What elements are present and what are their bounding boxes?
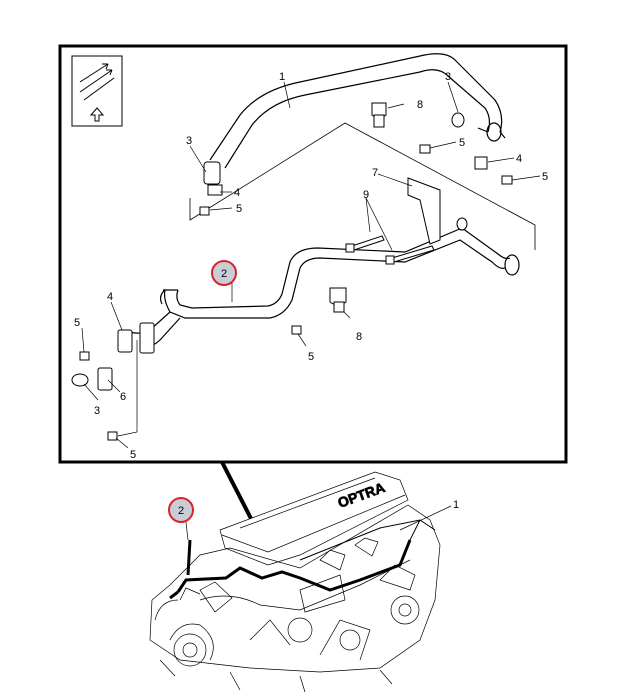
callout-3: 3 [445, 71, 451, 83]
callout-4: 4 [107, 291, 113, 303]
callout-3: 3 [186, 135, 192, 147]
callout-9: 9 [363, 189, 369, 201]
engine-leaders [185, 505, 452, 541]
engine-hose-lines [299, 519, 436, 561]
callout-5: 5 [130, 449, 136, 461]
engine-highlight-callout-2: 2 [168, 497, 194, 523]
callout-4: 4 [234, 187, 240, 199]
highlight-callout-2: 2 [211, 260, 237, 286]
callout-7: 7 [372, 167, 378, 179]
mounting-box-outline [189, 122, 536, 250]
callout-5: 5 [236, 203, 242, 215]
callout-2: 2 [221, 268, 227, 280]
callout-5: 5 [74, 317, 80, 329]
detail-callouts: 1 3 3 3 4 4 4 5 5 5 5 5 5 6 7 8 8 9 [74, 71, 548, 461]
bracket-parts [71, 102, 488, 391]
leader-lines [81, 81, 541, 449]
engine-callout-2: 2 [178, 505, 184, 517]
callout-6: 6 [120, 391, 126, 403]
upper-hose [209, 53, 506, 169]
callout-8: 8 [417, 99, 423, 111]
callout-8: 8 [356, 331, 362, 343]
callout-5: 5 [542, 171, 548, 183]
callout-5: 5 [308, 351, 314, 363]
callout-5: 5 [459, 137, 465, 149]
callout-1: 1 [279, 71, 285, 83]
callout-3: 3 [94, 405, 100, 417]
bolt-parts [79, 144, 513, 441]
orientation-icon [71, 55, 123, 127]
engine-callout-1: 1 [453, 499, 459, 511]
engine-hoses [169, 539, 412, 600]
detail-frame [58, 44, 568, 464]
engine-illustration [149, 471, 441, 693]
callout-4: 4 [516, 153, 522, 165]
